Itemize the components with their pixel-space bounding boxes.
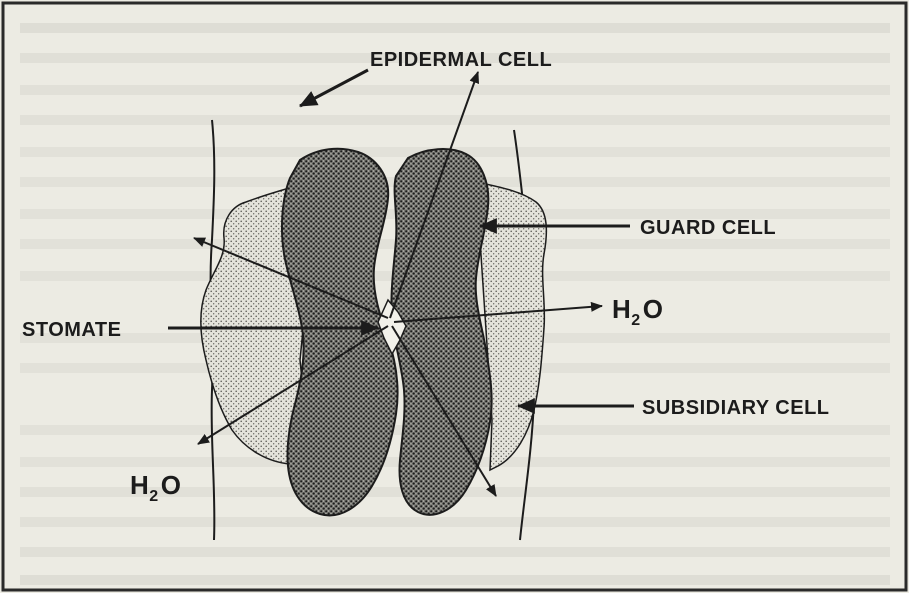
label-epidermal-cell: EPIDERMAL CELL [370, 49, 552, 71]
guard-cell-right [391, 149, 491, 515]
water-vapor-top-o: O [643, 294, 664, 324]
water-vapor-bottom-o: O [161, 470, 182, 500]
water-vapor-bottom-subscript: 2 [149, 488, 158, 505]
label-subsidiary-cell: SUBSIDIARY CELL [642, 397, 830, 419]
water-vapor-top-h: H [612, 294, 631, 324]
water-vapor-bottom-h: H [130, 470, 149, 500]
water-vapor-top-subscript: 2 [631, 312, 640, 329]
label-guard-cell: GUARD CELL [640, 217, 776, 239]
label-stomate: STOMATE [22, 319, 121, 341]
